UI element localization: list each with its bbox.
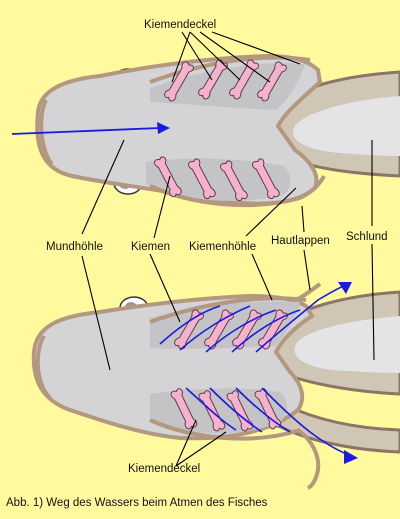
top-fish [11,53,400,208]
label-hautlappen: Hautlappen [271,235,330,247]
schlund-top-cavity [293,96,400,156]
label-kiemendeckel-top: Kiemendeckel [144,19,216,31]
operculum-bottom-lower [149,418,301,441]
water-flow-upper [159,283,349,353]
water-arrow-lower-head [344,450,358,464]
leader-lines [81,31,375,467]
water-flow-lower [185,387,353,457]
label-schlund: Schlund [346,231,388,243]
mouth-bottom [35,334,52,400]
label-kiemenhoehle: Kiemenhöhle [189,241,256,253]
label-mundhoehle: Mundhöhle [46,241,103,253]
figure-caption: Abb. 1) Weg des Wassers beim Atmen des F… [6,497,268,509]
operculum-top-upper [149,55,311,84]
hautlappen-bottom-flap [295,282,322,302]
water-arrow-upper-head [338,282,352,294]
water-arrow-top [11,127,161,135]
label-kiemen: Kiemen [131,241,170,253]
bottom-fish [31,282,400,490]
operculum-bottom-upper [149,296,307,324]
gill-chamber-top-lower [146,158,291,201]
label-kiemendeckel-bottom: Kiemendeckel [128,463,200,475]
operculum-bottom-tail [296,428,321,490]
hautlappen-top-flap [299,175,326,200]
